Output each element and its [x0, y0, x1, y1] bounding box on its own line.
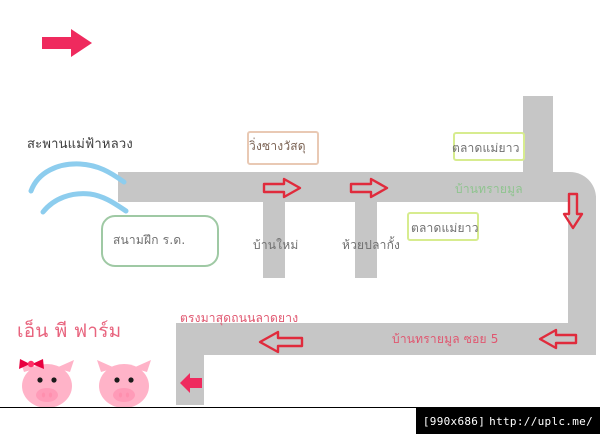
road-branch-huai-pla-kang	[355, 196, 377, 278]
footer-url[interactable]: http://uplc.me/	[489, 414, 593, 428]
arrow-bottom-right	[538, 328, 578, 350]
arrow-right-down	[561, 192, 585, 230]
label-market-mid: ตลาดแม่ยาว	[411, 221, 479, 235]
bow-icon	[19, 359, 44, 369]
label-ban-mai: บ้านใหม่	[253, 238, 299, 252]
label-soi-5: บ้านทรายมูล ซอย 5	[392, 332, 499, 346]
arrow-bottom-left-solid	[178, 371, 204, 395]
arrow-main-road-1	[262, 177, 302, 199]
label-market-top: ตลาดแม่ยาว	[452, 141, 520, 155]
arrow-top-left-solid	[41, 28, 93, 58]
box-market-top	[453, 132, 525, 161]
footer-dimensions: [990x686]	[422, 414, 486, 428]
arrow-main-road-2	[349, 177, 389, 199]
label-bridge: สะพานแม่ฟ้าหลวง	[27, 137, 133, 152]
label-farm-name: เอ็น พี ฟาร์ม	[17, 320, 122, 342]
road-vertical-right	[523, 96, 553, 182]
box-training-ground	[101, 215, 219, 267]
label-village-sai-mun: บ้านทรายมูล	[455, 182, 523, 196]
river-stroke-lower	[40, 190, 130, 216]
road-branch-ban-mai	[263, 196, 285, 278]
label-straight-road: ตรงมาสุดถนนลาดยาง	[180, 311, 299, 325]
label-training-ground: สนามฝึก ร.ด.	[113, 233, 186, 247]
box-material-shop	[247, 131, 319, 165]
road-bottom-horizontal	[176, 323, 596, 355]
footer-bar: [990x686] http://uplc.me/	[0, 407, 600, 434]
label-material-shop: วิ่งซางวัสดุ	[249, 139, 306, 153]
pig-face-with-bow	[16, 358, 78, 416]
label-huai-pla-kang: ห้วยปลากั้ง	[342, 238, 401, 252]
road-main-horizontal	[118, 172, 553, 202]
road-corner-right	[523, 172, 596, 202]
box-market-mid	[407, 212, 479, 241]
arrow-bottom-mid	[258, 330, 304, 354]
footer-credit: [990x686] http://uplc.me/	[415, 408, 600, 434]
river-stroke-upper	[28, 160, 128, 194]
pig-face-plain	[93, 358, 155, 416]
footer-divider	[0, 407, 600, 408]
